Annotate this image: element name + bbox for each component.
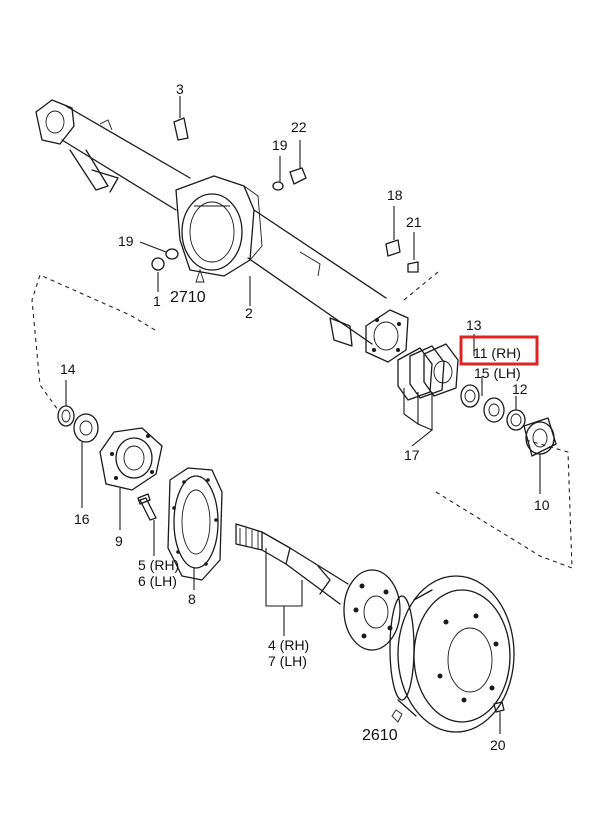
label-3: 3 <box>176 81 184 97</box>
label-6-lh: 6 (LH) <box>138 573 177 589</box>
label-4-rh: 4 (RH) <box>268 637 309 653</box>
label-2710: 2710 <box>170 289 206 306</box>
snap-ring <box>57 380 75 427</box>
axle-housing <box>35 99 409 363</box>
outer-oil-seal <box>73 413 99 508</box>
label-14: 14 <box>60 361 76 377</box>
label-12: 12 <box>512 381 528 397</box>
wheel-bearing <box>523 417 557 494</box>
label-2: 2 <box>245 305 253 321</box>
inner-oil-seal <box>460 384 480 408</box>
axle-shaft <box>235 523 349 636</box>
bearing-case <box>99 427 163 530</box>
label-1: 1 <box>153 293 161 309</box>
highlight-box <box>459 335 539 366</box>
filler-plug <box>289 140 307 185</box>
label-13: 13 <box>466 317 482 333</box>
part-labels: 3 22 19 19 1 2710 2 18 21 13 11 (RH) 15 … <box>60 81 550 753</box>
label-15-lh: 15 (LH) <box>474 365 521 381</box>
vent-bolt-18 <box>385 206 401 257</box>
label-22: 22 <box>291 119 307 135</box>
gasket-set <box>397 343 459 447</box>
breather-plug <box>173 96 189 141</box>
brake-backing-plate <box>167 467 223 590</box>
label-21: 21 <box>406 214 422 230</box>
label-17: 17 <box>404 447 420 463</box>
hub-bolt <box>137 493 157 556</box>
label-18: 18 <box>387 187 403 203</box>
axle-flange <box>343 569 401 651</box>
label-20: 20 <box>490 737 506 753</box>
label-9: 9 <box>115 533 123 549</box>
label-7-lh: 7 (LH) <box>268 653 307 669</box>
brake-drum <box>389 575 515 733</box>
label-19-upper: 19 <box>272 137 288 153</box>
label-2610: 2610 <box>362 727 398 744</box>
bearing-retainer <box>483 397 505 423</box>
vent-clip-21 <box>407 232 419 273</box>
label-16: 16 <box>74 511 90 527</box>
collar-ring <box>506 396 526 431</box>
label-19-lower: 19 <box>118 233 134 249</box>
drain-plug-lower <box>139 241 179 292</box>
label-8: 8 <box>188 591 196 607</box>
drain-plug-washer-upper <box>272 156 284 191</box>
label-5-rh: 5 (RH) <box>138 557 179 573</box>
label-11-rh: 11 (RH) <box>473 345 521 361</box>
label-10: 10 <box>534 497 550 513</box>
drum-screw <box>493 701 505 734</box>
